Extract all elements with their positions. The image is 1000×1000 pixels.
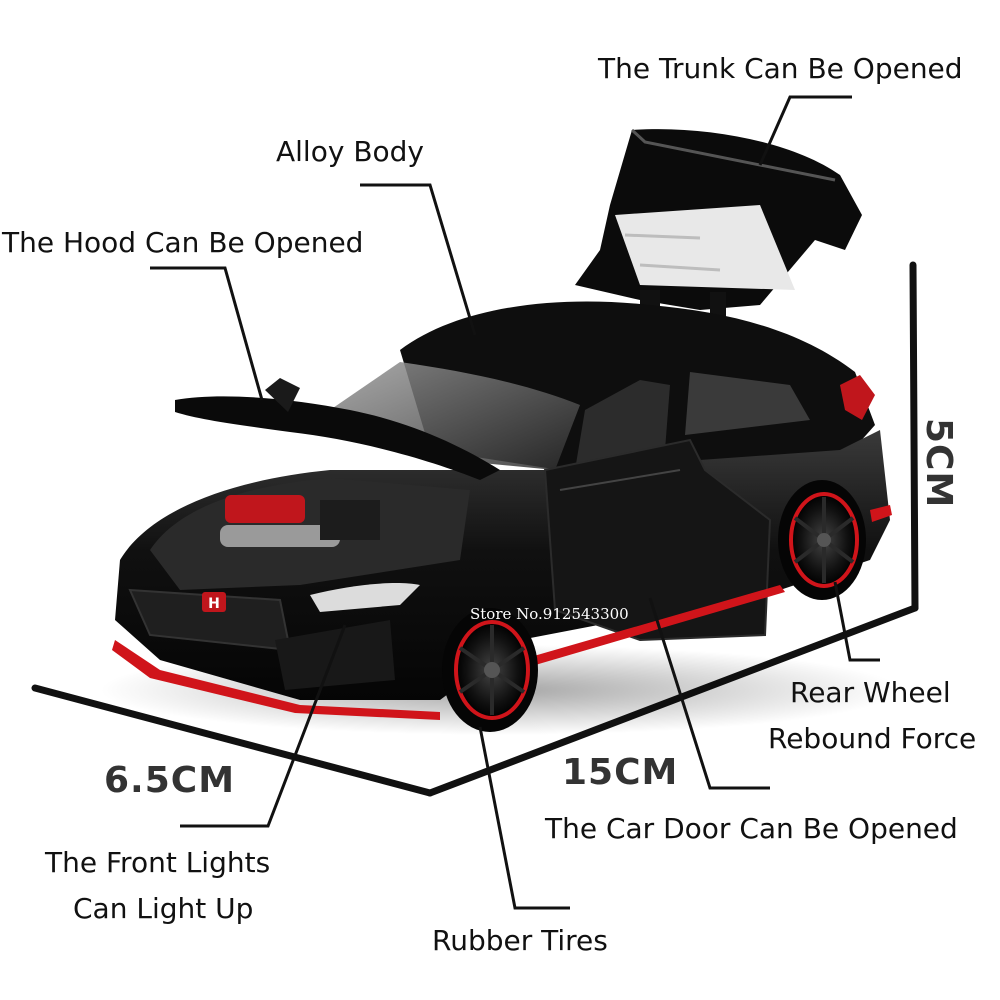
svg-text:H: H [208,596,220,612]
car-body: H [112,301,892,720]
leader-hood [150,266,264,401]
red-front-lip [112,640,440,720]
open-hood [175,396,500,480]
callout-rubber-tires: Rubber Tires [432,924,608,957]
leader-front-lights [180,624,347,828]
leader-body [360,183,477,336]
open-door [543,438,772,642]
callout-alloy-body: Alloy Body [276,135,424,168]
windshield [330,362,580,470]
callout-hood: The Hood Can Be Opened [2,226,364,259]
leader-rear-wheel [833,581,880,662]
dimension-height: 5CM [918,418,959,509]
leader-door [648,597,770,790]
dimension-width: 6.5CM [104,760,236,801]
side-window-front [575,380,670,470]
callout-car-door: The Car Door Can Be Opened [545,812,958,845]
dimension-line-width [31,684,434,797]
tail-light [840,375,875,420]
store-watermark: Store No.912543300 [470,605,629,623]
callout-trunk: The Trunk Can Be Opened [598,52,963,85]
callout-rear-wheel-line1: Rear Wheel [790,676,951,709]
front-wheel [442,608,538,732]
dimension-line-height [909,261,919,612]
callout-rear-wheel-line2: Rebound Force [768,722,977,755]
side-window-rear [685,372,810,435]
callout-lines [150,95,880,910]
callout-front-lights-line2: Can Light Up [73,892,254,925]
brand-badge-icon [202,592,226,612]
rear-wheel [778,480,866,600]
headlight [310,583,420,612]
dimension-length: 15CM [562,752,679,793]
leader-tires [478,726,570,910]
open-trunk [575,128,862,332]
callout-front-lights-line1: The Front Lights [45,846,271,879]
leader-trunk [758,95,852,166]
